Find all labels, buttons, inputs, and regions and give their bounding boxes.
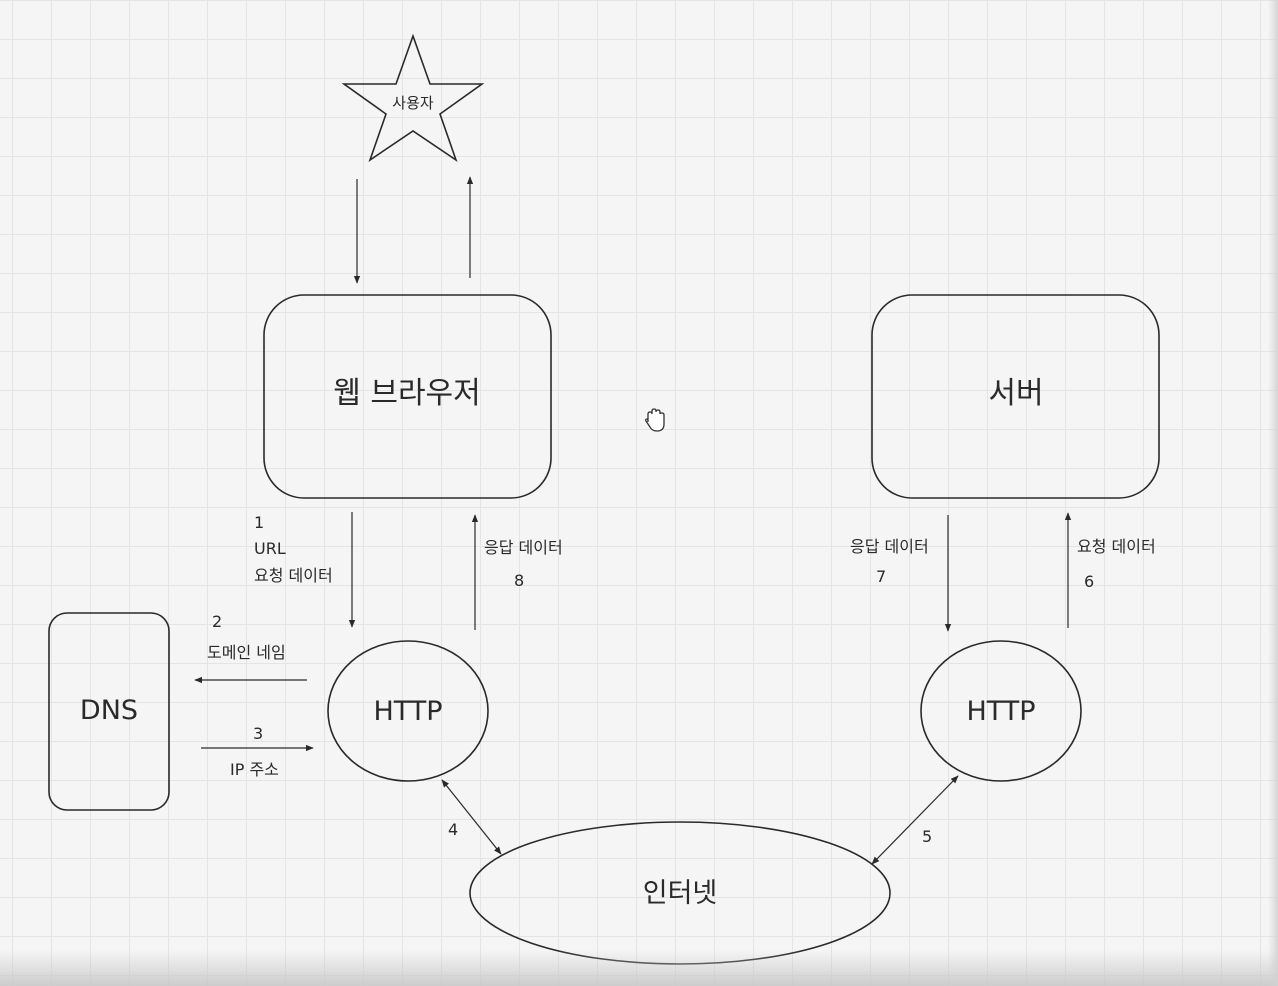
internet-label: 인터넷 xyxy=(643,878,718,909)
user-node[interactable]: 사용자 xyxy=(341,33,485,163)
step1-request-label: 요청 데이터 xyxy=(254,566,333,585)
step5-number: 5 xyxy=(922,827,932,846)
user-label: 사용자 xyxy=(392,94,434,112)
server-label: 서버 xyxy=(988,376,1043,411)
browser-label: 웹 브라우저 xyxy=(333,376,481,411)
http-server-node[interactable]: HTTP xyxy=(920,640,1082,782)
user-star-shape xyxy=(341,33,485,163)
server-node[interactable]: 서버 xyxy=(871,294,1160,499)
step4-number: 4 xyxy=(448,820,458,839)
step8-response-label: 응답 데이터 xyxy=(484,538,563,557)
browser-box xyxy=(263,294,552,499)
http-server-label: HTTP xyxy=(966,696,1035,727)
step7-number: 7 xyxy=(876,567,886,586)
step6-request-label: 요청 데이터 xyxy=(1077,537,1156,556)
step2-number: 2 xyxy=(212,612,222,631)
internet-node[interactable]: 인터넷 xyxy=(469,821,891,965)
http-client-label: HTTP xyxy=(373,696,442,727)
dns-box xyxy=(48,612,170,811)
step3-number: 3 xyxy=(253,724,263,743)
step1-number: 1 xyxy=(254,513,264,532)
http-client-circle xyxy=(327,640,489,782)
http-server-internet-arrow xyxy=(871,775,959,865)
step3-ip-label: IP 주소 xyxy=(230,760,279,779)
hand-grab-icon xyxy=(645,408,665,432)
dns-node[interactable]: DNS xyxy=(48,612,170,811)
step2-domain-label: 도메인 네임 xyxy=(207,643,286,662)
step1-url-label: URL xyxy=(254,539,286,558)
browser-node[interactable]: 웹 브라우저 xyxy=(263,294,552,499)
http-client-internet-arrow xyxy=(441,779,502,855)
dns-label: DNS xyxy=(80,695,138,726)
http-client-node[interactable]: HTTP xyxy=(327,640,489,782)
step7-response-label: 응답 데이터 xyxy=(850,537,929,556)
http-server-circle xyxy=(920,640,1082,782)
step8-number: 8 xyxy=(514,571,524,590)
step6-number: 6 xyxy=(1084,572,1094,591)
server-box xyxy=(871,294,1160,499)
